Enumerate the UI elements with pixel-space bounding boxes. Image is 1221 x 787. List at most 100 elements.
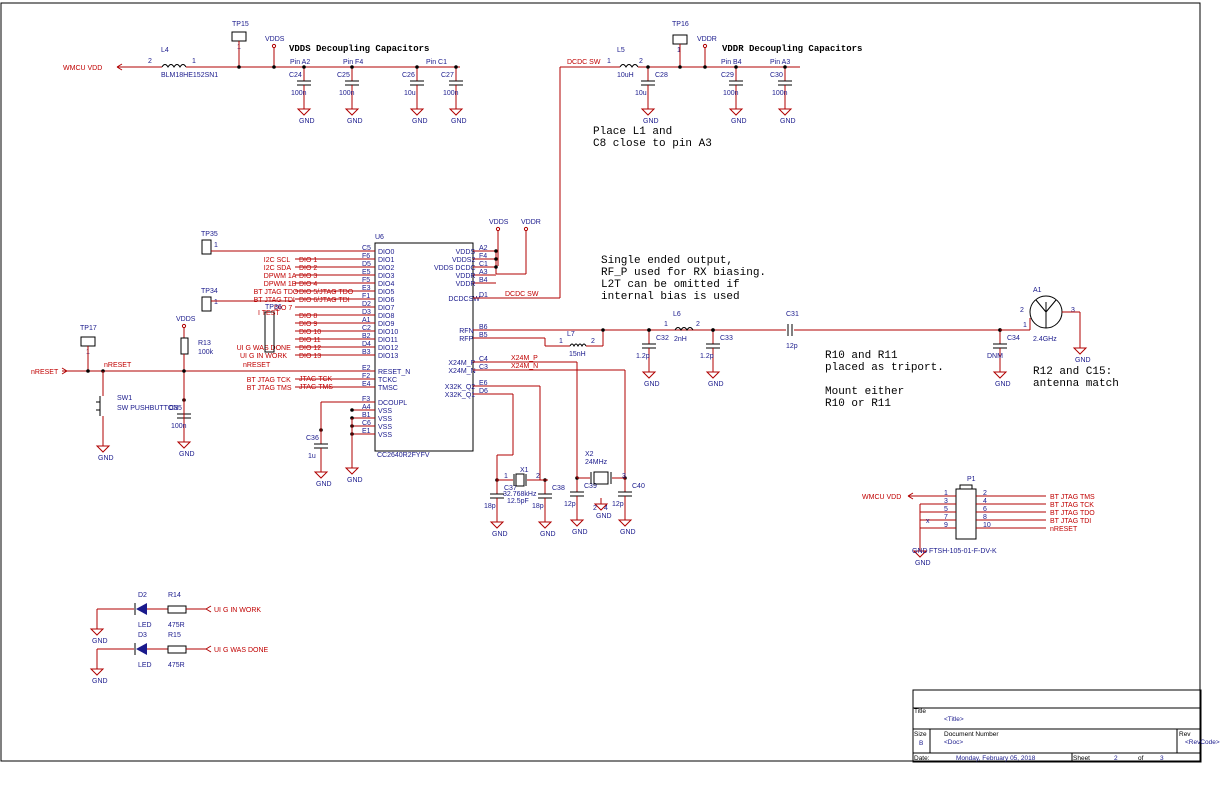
svg-text:WMCU VDD: WMCU VDD	[862, 494, 901, 501]
u6-pin-number: B6	[479, 324, 488, 331]
crystal-x1-body	[515, 473, 525, 487]
gnd-label: GND	[731, 118, 747, 125]
u6-pin-number: F1	[362, 293, 370, 300]
u6-pin-net: BT JTAG TMS	[247, 385, 292, 392]
testpoint-tp35	[201, 239, 212, 255]
svg-text:L2T can be omitted if: L2T can be omitted if	[601, 279, 740, 291]
cap-value: 18p	[532, 503, 544, 510]
svg-text:D2: D2	[138, 592, 147, 599]
u6-pin-name: DIO7	[378, 305, 394, 312]
gnd-label: GND	[92, 678, 108, 685]
svg-text:Pin C1: Pin C1	[426, 59, 447, 66]
svg-text:Place L1 and: Place L1 and	[593, 126, 672, 138]
svg-text:2.4GHz: 2.4GHz	[1033, 336, 1057, 343]
note-vddr-decoupling: VDDR Decoupling Capacitors	[722, 44, 862, 54]
p1-pin-left: 5	[944, 506, 948, 513]
svg-text:2: 2	[696, 321, 700, 328]
u6-pin-name: DIO9	[378, 321, 394, 328]
gnd-label: GND	[492, 531, 508, 538]
svg-text:4: 4	[604, 505, 608, 512]
resistor-r14	[167, 605, 187, 614]
u6-pin-name: X24M_P	[448, 360, 475, 367]
p1-pin-right: 2	[983, 490, 987, 497]
cap-ref: C35	[169, 405, 182, 412]
cap-value: 10u	[635, 90, 647, 97]
svg-text:L6: L6	[673, 311, 681, 318]
cap-value: 12p	[612, 501, 624, 508]
cap-ref: C40	[632, 483, 645, 490]
cap-value: 1u	[308, 453, 316, 460]
u6-pin-number: D2	[362, 301, 371, 308]
u6-pin-name: TMSC	[378, 385, 398, 392]
gnd-label: GND	[299, 118, 315, 125]
svg-text:RF_P used for RX biasing.: RF_P used for RX biasing.	[601, 267, 766, 279]
crystal-x24: X2 24MHz 3 2 4 X24M_P X24M_N	[473, 355, 626, 512]
l4-ref: L4	[161, 47, 169, 54]
u6-dio-label: DIO 12	[299, 345, 321, 352]
ground-symbol: GND	[640, 103, 659, 125]
gnd-label: GND	[347, 477, 363, 484]
u6-pin-name: X32K_Q2	[445, 384, 475, 391]
cap-ref: C39	[584, 483, 597, 490]
gnd-label: GND	[643, 118, 659, 125]
svg-text:12.5pF: 12.5pF	[507, 498, 529, 505]
u6-pin-number: F3	[362, 396, 370, 403]
svg-text:X24M_P: X24M_P	[511, 355, 538, 362]
ground-symbol: GND	[641, 366, 660, 388]
u6-pin-name: VDDS DCDC	[434, 265, 476, 272]
u6-pin-number: F2	[362, 373, 370, 380]
ground-symbol: GND	[95, 440, 114, 462]
svg-text:L7: L7	[567, 331, 575, 338]
ground-symbol: GND	[344, 103, 363, 125]
svg-text:VDDS: VDDS	[176, 316, 196, 323]
u6-dio-label: DIO 9	[299, 321, 317, 328]
u6-pin-number: E1	[362, 428, 371, 435]
svg-text:nRESET: nRESET	[243, 362, 271, 369]
u6-pin-net: UI G WAS DONE	[237, 345, 292, 352]
ground-symbol: GND	[912, 545, 931, 567]
svg-text:Date:: Date:	[914, 755, 930, 762]
crystal-x2-body	[593, 471, 609, 485]
u6-pin-name: DIO1	[378, 257, 394, 264]
u6-pin-number: D6	[479, 388, 488, 395]
reset-circuit: TP17 1 nRESET nRESET SW1 SW PUSHBUTTON V…	[31, 316, 375, 440]
svg-text:D3: D3	[138, 632, 147, 639]
gnd-label: GND	[92, 638, 108, 645]
svg-text:2: 2	[593, 505, 597, 512]
svg-text:TP35: TP35	[201, 231, 218, 238]
cap-value: 100n	[443, 90, 459, 97]
svg-text:475R: 475R	[168, 662, 185, 669]
u6-pin-name: DIO10	[378, 329, 398, 336]
svg-text:1: 1	[677, 47, 681, 54]
led-net: UI G WAS DONE	[214, 647, 269, 654]
svg-text:3: 3	[1071, 307, 1075, 314]
net-nreset-left: nRESET	[31, 369, 59, 376]
u6-dio-label: DIO 8	[299, 313, 317, 320]
ground-symbol: GND	[89, 663, 108, 685]
u6-dio-label: DIO 3	[299, 273, 317, 280]
cap-value: 18p	[484, 503, 496, 510]
svg-text:nRESET: nRESET	[104, 362, 132, 369]
inductor-l6	[674, 327, 694, 331]
resistor-r15	[167, 645, 187, 654]
cap-ref: C29	[721, 72, 734, 79]
u6-jtag-label: JTAG TMS	[299, 384, 333, 391]
u6-dio-label: DIO 6/JTAG TDI	[299, 297, 350, 304]
u6-pin-name: VDDS2	[452, 257, 475, 264]
svg-text:X24M_N: X24M_N	[511, 363, 538, 370]
u6-jtag-label: JTAG TCK	[299, 376, 333, 383]
svg-text:2: 2	[1020, 307, 1024, 314]
vddr-decoupling-section: DCDC SW L5 1 2 10uH TP16 1 VDDR VDDR Dec…	[559, 21, 862, 298]
